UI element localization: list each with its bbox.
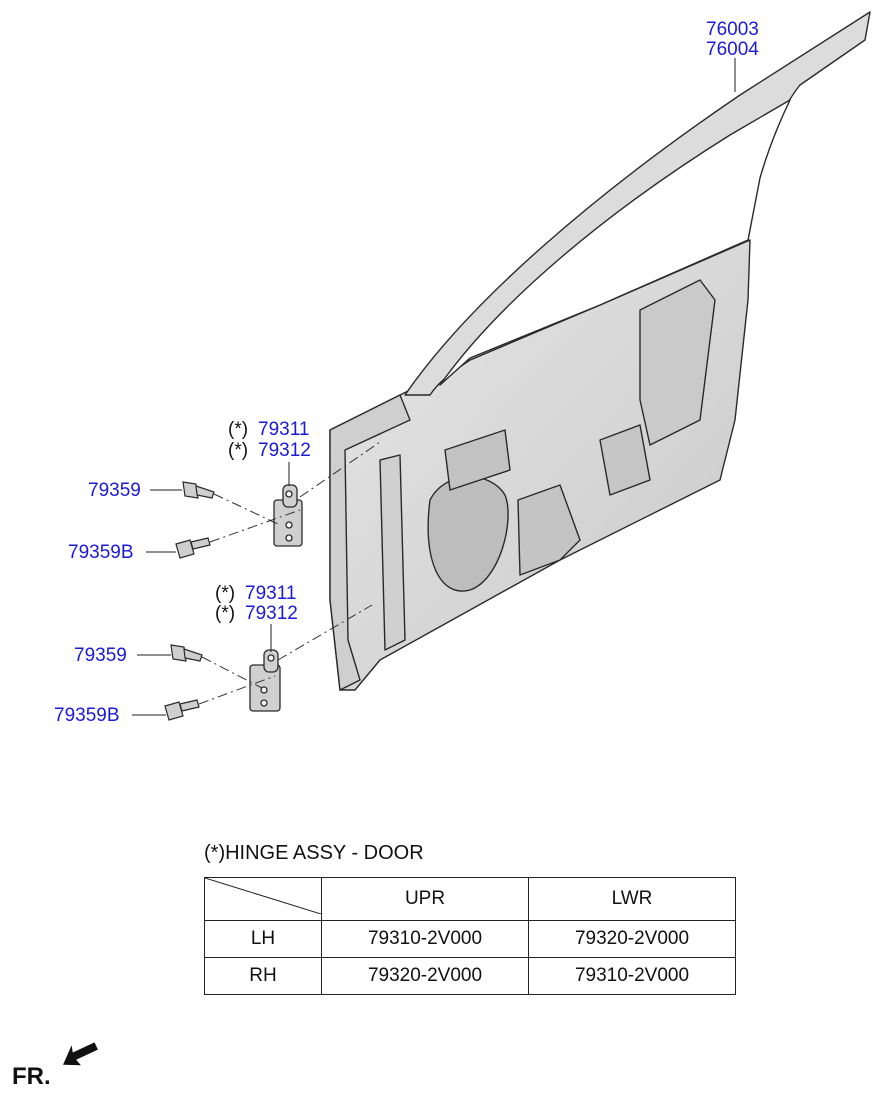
lower-hinge xyxy=(249,649,281,712)
assembly-lines xyxy=(198,441,381,705)
callout-79359-upper: 79359 xyxy=(88,480,141,501)
bolt-79359-lower xyxy=(170,644,203,662)
bolt-79359b-lower xyxy=(164,699,200,721)
asterisk-marker: (*) xyxy=(215,583,236,604)
column-header-lwr: LWR xyxy=(528,877,736,921)
legend-title: (*)HINGE ASSY - DOOR xyxy=(204,842,424,864)
bolt-79359b-upper xyxy=(175,537,211,559)
cell-rh-upr: 79320-2V000 xyxy=(321,957,529,995)
callout-76004: 76004 xyxy=(706,39,759,60)
fr-arrow-icon xyxy=(63,1042,98,1066)
callout-79359b-upper: 79359B xyxy=(68,542,134,563)
callout-79312-upper: 79312 xyxy=(258,440,311,461)
bolt-79359-upper xyxy=(182,481,215,499)
cell-lh-lwr: 79320-2V000 xyxy=(528,920,736,958)
callout-79359-lower: 79359 xyxy=(74,645,127,666)
cell-rh-lwr: 79310-2V000 xyxy=(528,957,736,995)
diagonal-divider xyxy=(204,877,322,915)
callout-79311-lower: 79311 xyxy=(245,583,297,604)
row-label-rh: RH xyxy=(204,957,322,995)
leader-lines xyxy=(132,58,736,716)
callout-79359b-lower: 79359B xyxy=(54,705,120,726)
column-header-upr: UPR xyxy=(321,877,529,921)
asterisk-marker: (*) xyxy=(228,419,249,440)
callout-79311-upper: 79311 xyxy=(258,419,310,440)
asterisk-marker: (*) xyxy=(228,440,249,461)
hinge-table: UPR LWR LH 79310-2V000 79320-2V000 RH 79… xyxy=(204,877,736,995)
asterisk-marker: (*) xyxy=(215,603,236,624)
front-door-panel xyxy=(329,11,871,691)
cell-lh-upr: 79310-2V000 xyxy=(321,920,529,958)
table-header-row: UPR LWR xyxy=(204,877,736,921)
direction-label: FR. xyxy=(12,1063,51,1090)
table-row: LH 79310-2V000 79320-2V000 xyxy=(204,920,736,958)
callout-76003: 76003 xyxy=(706,19,759,40)
row-label-lh: LH xyxy=(204,920,322,958)
table-row: RH 79320-2V000 79310-2V000 xyxy=(204,957,736,995)
callout-79312-lower: 79312 xyxy=(245,603,298,624)
table-corner-cell xyxy=(204,877,322,921)
upper-hinge xyxy=(273,484,303,547)
